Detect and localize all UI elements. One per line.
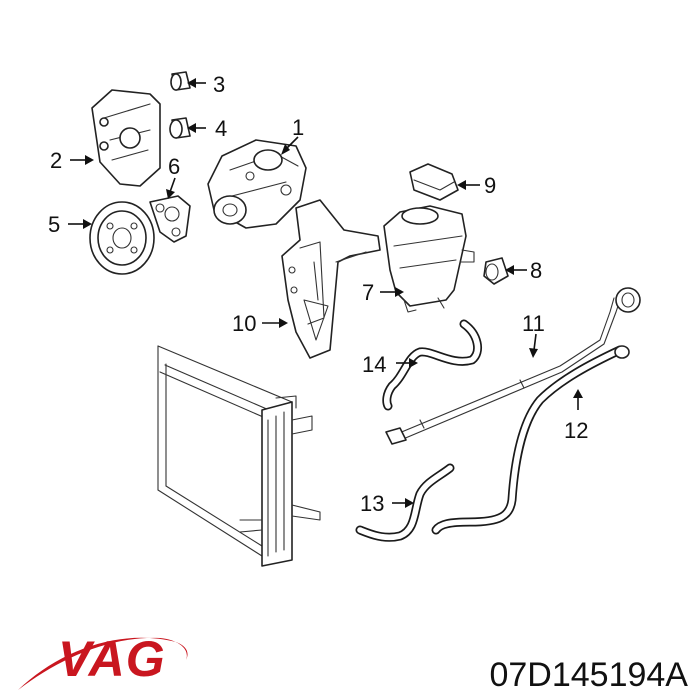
clamp-part-8 bbox=[483, 257, 509, 285]
bracket-part-2 bbox=[91, 89, 161, 187]
callout-6: 6 bbox=[168, 154, 180, 179]
callout-11: 11 bbox=[522, 311, 545, 336]
brand-name: VAG bbox=[58, 631, 166, 687]
callout-12: 12 bbox=[564, 418, 588, 443]
vag-logo: VAG bbox=[18, 631, 188, 690]
pressure-line-part-11 bbox=[385, 287, 641, 445]
callout-13: 13 bbox=[360, 491, 384, 516]
callout-arrows bbox=[68, 78, 583, 508]
hose-part-14 bbox=[382, 319, 483, 411]
callout-14: 14 bbox=[362, 352, 386, 377]
bushing-part-4 bbox=[169, 117, 191, 139]
callout-5: 5 bbox=[48, 212, 60, 237]
pump-part-1 bbox=[207, 139, 307, 229]
callout-3: 3 bbox=[213, 72, 225, 97]
callout-8: 8 bbox=[530, 258, 542, 283]
callout-9: 9 bbox=[484, 173, 496, 198]
cap-part-9 bbox=[409, 163, 459, 201]
callout-10: 10 bbox=[232, 311, 256, 336]
reservoir-part-7 bbox=[383, 205, 475, 313]
gasket-part-6 bbox=[149, 195, 191, 243]
part-number: 07D145194A bbox=[489, 656, 688, 694]
callout-1: 1 bbox=[292, 115, 304, 140]
bushing-part-3 bbox=[170, 71, 191, 91]
callout-2: 2 bbox=[50, 148, 62, 173]
pulley-part-5 bbox=[89, 201, 155, 275]
callout-7: 7 bbox=[362, 280, 374, 305]
callout-4: 4 bbox=[215, 116, 227, 141]
radiator-drawing bbox=[157, 345, 321, 567]
hose-part-13 bbox=[355, 463, 455, 542]
mounting-bracket-part-10 bbox=[281, 199, 381, 359]
return-line-part-12 bbox=[431, 345, 630, 535]
